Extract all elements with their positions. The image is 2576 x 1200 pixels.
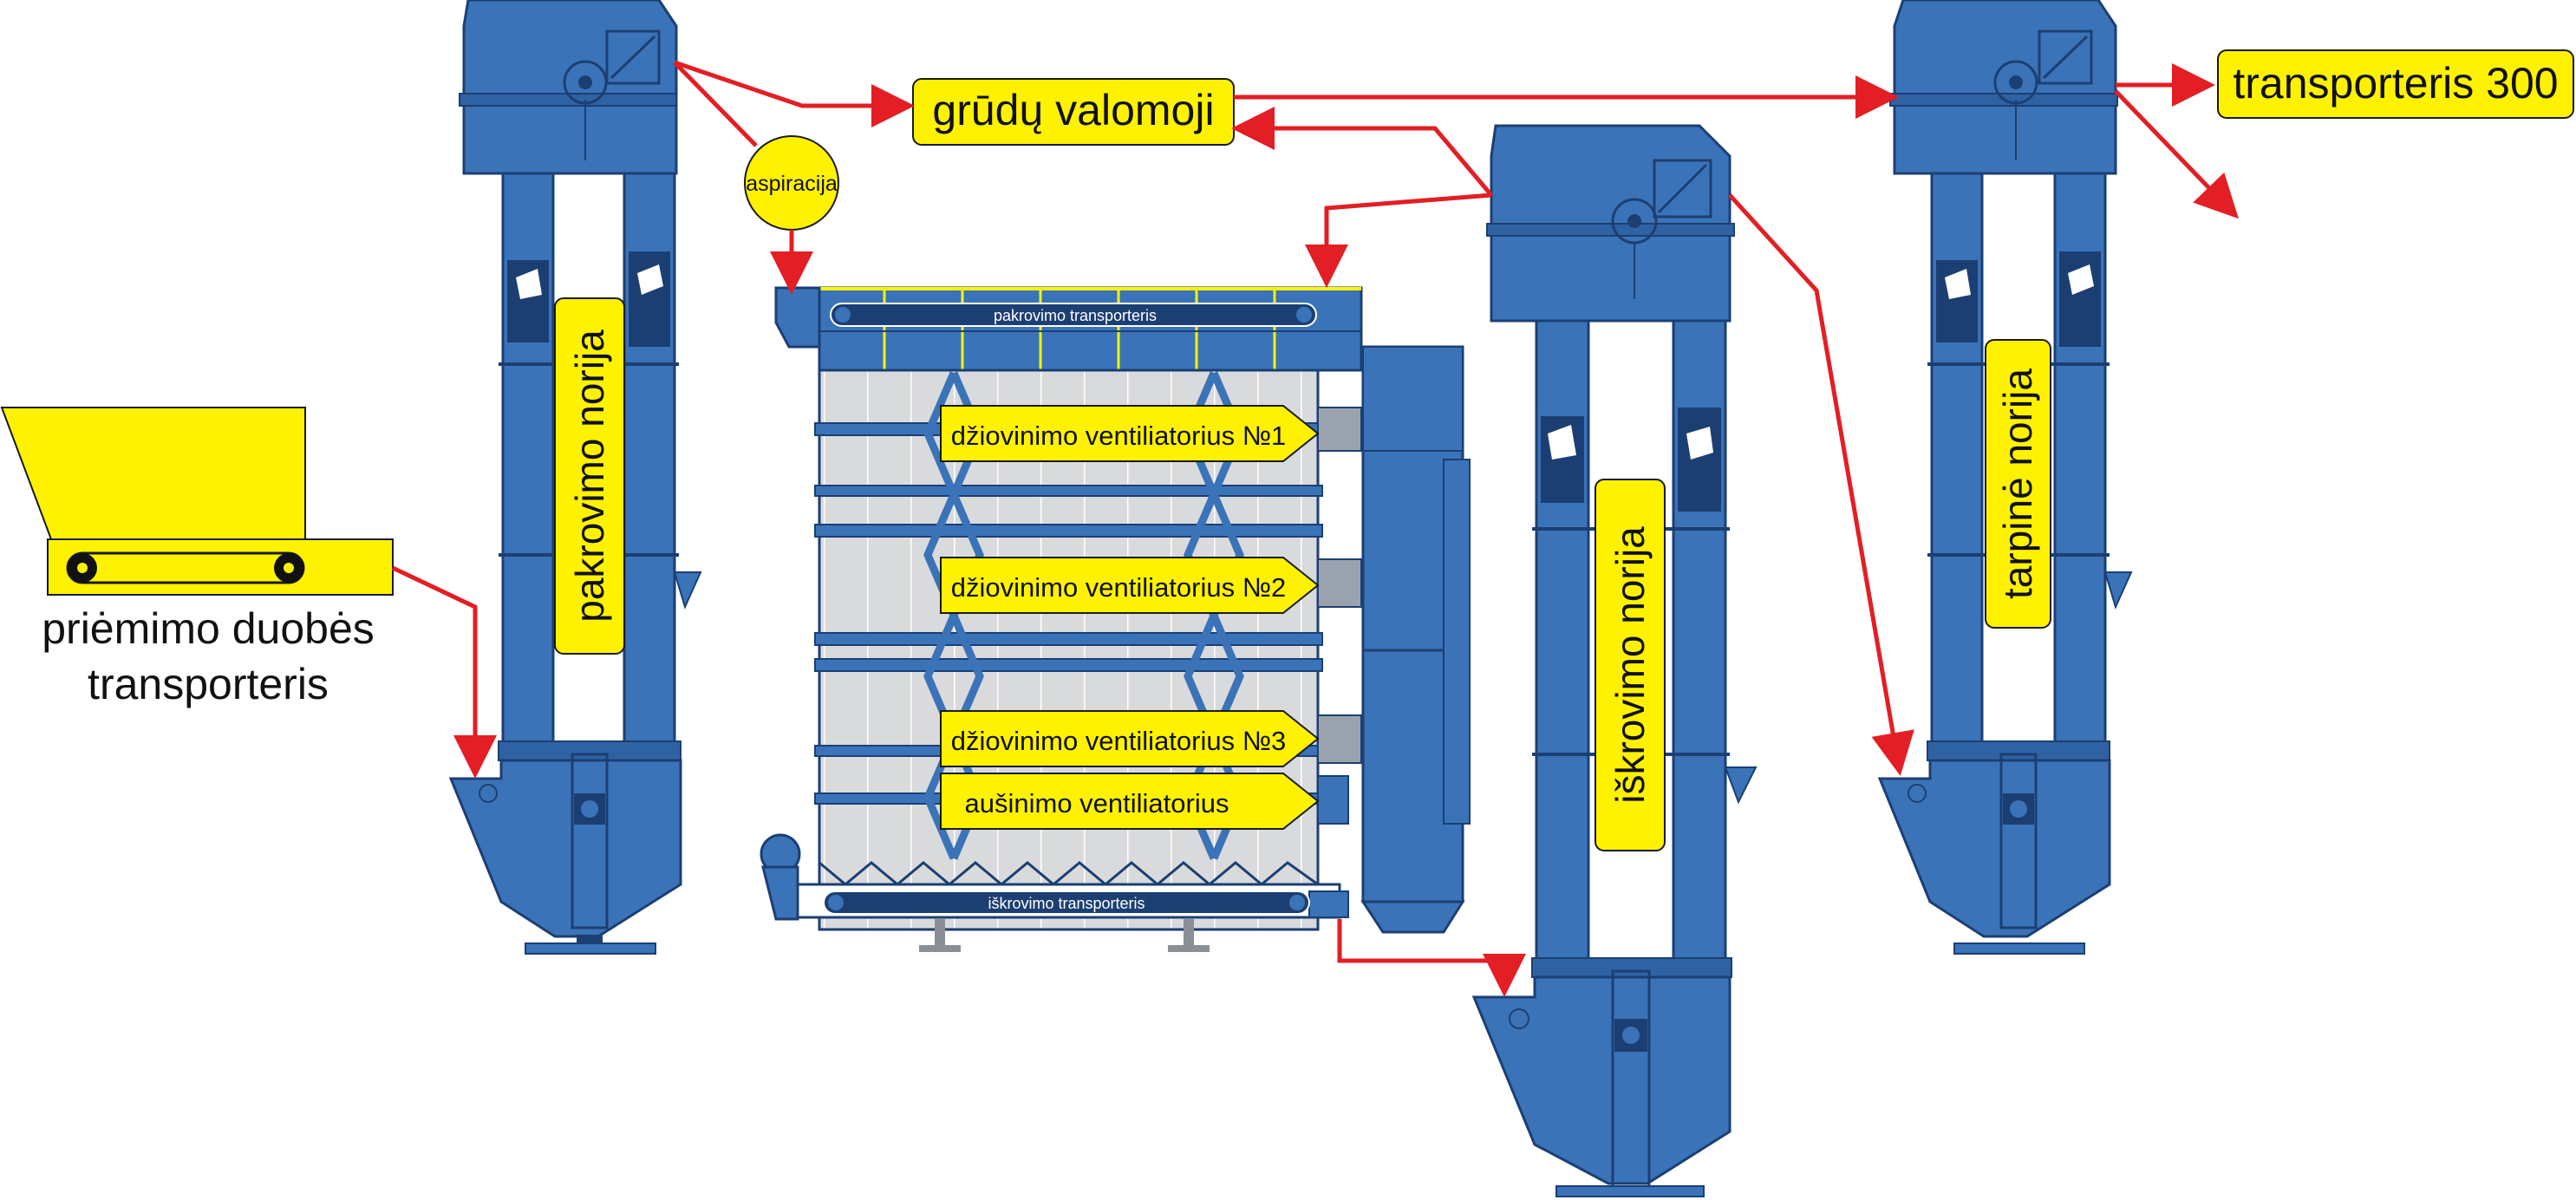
hopper-label-line1: priėmimo duobės	[42, 604, 375, 653]
receiving-hopper	[0, 407, 394, 596]
fan2-label: džiovinimo ventiliatorius №2	[951, 572, 1286, 603]
loading-elevator-label-box	[554, 297, 625, 655]
unloading-elevator-label-box	[1595, 479, 1666, 851]
loading-elevator	[448, 0, 702, 955]
unloading-elevator-label: iškrovimo norija	[1608, 526, 1653, 804]
arrow-dryer-to-unloading-elevator	[1337, 919, 1526, 997]
cooling-fan-label: aušinimo ventiliatorius	[965, 788, 1229, 818]
fan3-label: džiovinimo ventiliatorius №3	[951, 726, 1286, 756]
unloading-conveyor-label: iškrovimo transporteris	[988, 895, 1145, 912]
dryer-tower	[760, 286, 1471, 952]
intermediate-elevator-label-box	[1985, 339, 2051, 629]
conveyor-300-label: transporteris 300	[2233, 59, 2558, 108]
arrow-intermediate-outlet	[2114, 89, 2239, 219]
fan3-label-box	[940, 710, 1320, 767]
unloading-elevator	[1471, 124, 1758, 1197]
loading-elevator-label: pakrovimo norija	[567, 329, 612, 623]
intermediate-elevator	[1877, 0, 2133, 955]
fan2-label-box	[940, 557, 1320, 614]
flow-arrows	[391, 60, 2239, 997]
loading-conveyor-belt	[830, 303, 1317, 327]
fan1-label-box	[940, 405, 1320, 462]
grain-cleaner-label: grūdų valomoji	[932, 86, 1214, 134]
hopper-label-line2: transporteris	[88, 660, 329, 708]
unloading-conveyor-belt	[823, 890, 1310, 915]
fan1-label: džiovinimo ventiliatorius №1	[951, 421, 1286, 451]
arrow-loading-to-aspiration	[673, 61, 758, 147]
loading-conveyor-label: pakrovimo transporteris	[994, 307, 1157, 324]
arrow-loading-to-cleaner	[674, 60, 915, 127]
arrow-unloading-to-dryer	[1305, 192, 1492, 288]
arrow-unloading-to-intermediate	[1728, 193, 1914, 776]
intermediate-elevator-label: tarpinė norija	[1995, 368, 2040, 599]
arrow-hopper-to-loading-elevator	[391, 565, 497, 779]
aspiration-label: aspiracija	[746, 172, 838, 196]
cooling-fan-label-box	[940, 773, 1320, 830]
conveyor-300-box	[2217, 49, 2574, 119]
arrow-unloading-to-cleaner	[1231, 107, 1493, 197]
